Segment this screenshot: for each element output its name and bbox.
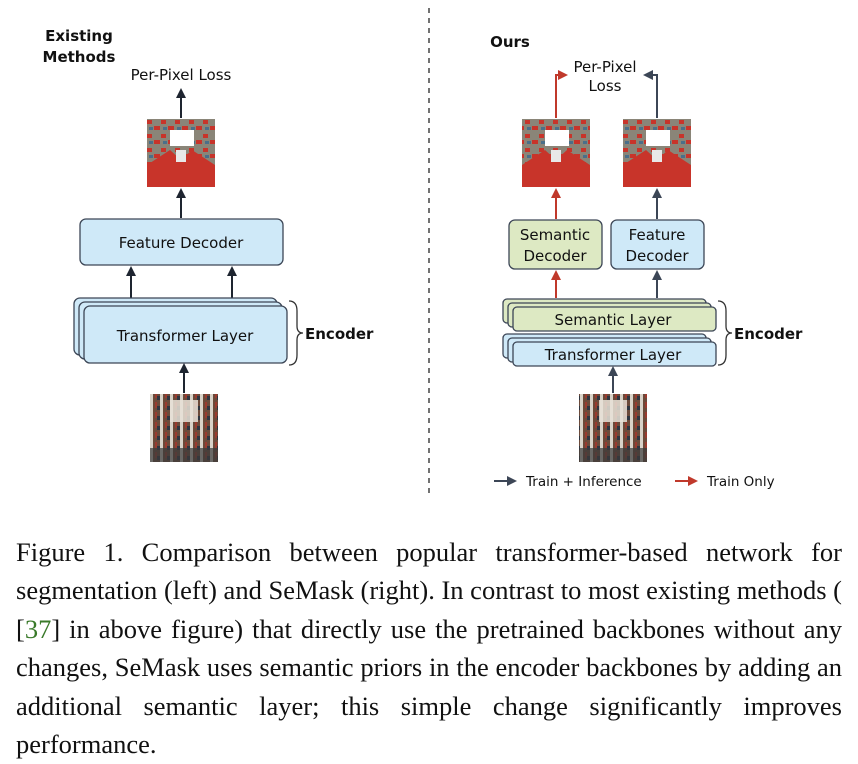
semantic-decoder-label-line1: Semantic xyxy=(520,226,590,244)
right-encoder-label: Encoder xyxy=(734,325,803,343)
existing-methods-heading-line1: Existing xyxy=(45,27,113,45)
left-encoder-label: Encoder xyxy=(305,325,374,343)
caption-text-part2: ] in above figure) that directly use the… xyxy=(16,614,842,760)
architecture-diagram: Existing Methods Per-Pixel Loss Feature … xyxy=(0,0,858,500)
left-transformer-layer-label: Transformer Layer xyxy=(116,327,254,345)
semantic-decoder-label-line2: Decoder xyxy=(523,247,587,265)
left-segmentation-output-image xyxy=(147,119,215,187)
right-arrow-feature-output-to-loss xyxy=(648,75,657,118)
right-input-image xyxy=(579,394,647,462)
right-semantic-output-image xyxy=(522,119,590,187)
semantic-layer-label: Semantic Layer xyxy=(555,311,673,329)
right-feature-decoder-label-line1: Feature xyxy=(629,226,686,244)
right-transformer-layer-label: Transformer Layer xyxy=(544,346,682,364)
left-feature-decoder-label: Feature Decoder xyxy=(119,234,244,252)
ours-heading: Ours xyxy=(490,33,530,51)
right-arrow-semantic-output-to-loss xyxy=(556,75,563,118)
right-feature-output-image xyxy=(623,119,691,187)
right-encoder-brace xyxy=(718,301,732,365)
existing-methods-heading-line2: Methods xyxy=(43,48,116,66)
left-encoder-brace xyxy=(289,301,303,365)
left-input-image xyxy=(150,394,218,462)
figure-caption: Figure 1. Comparison between popular tra… xyxy=(16,533,842,764)
citation-link[interactable]: 37 xyxy=(25,614,52,644)
right-loss-label-line2: Loss xyxy=(589,77,622,95)
right-feature-decoder-label-line2: Decoder xyxy=(625,247,689,265)
legend-train-only-label: Train Only xyxy=(706,474,775,490)
left-loss-label: Per-Pixel Loss xyxy=(131,66,232,84)
right-loss-label-line1: Per-Pixel xyxy=(573,58,636,76)
legend-train-inference-label: Train + Inference xyxy=(525,474,642,490)
